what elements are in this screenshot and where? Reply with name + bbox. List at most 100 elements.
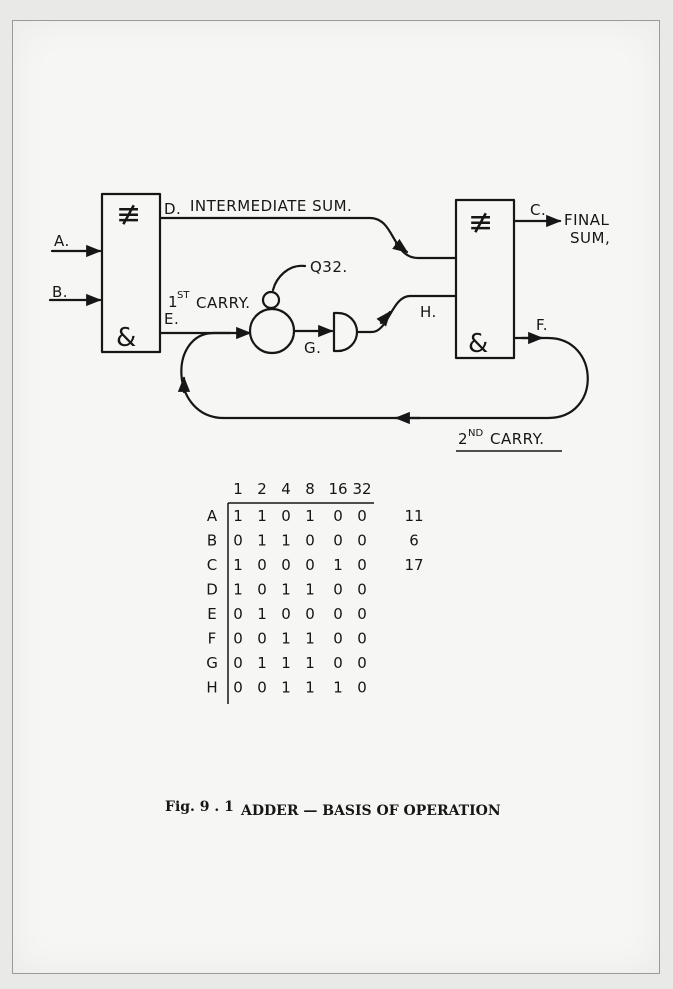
table-row-value: 6 bbox=[409, 532, 419, 550]
intermediate-sum-label: INTERMEDIATE SUM. bbox=[190, 197, 352, 215]
intermediate-sum-arrow bbox=[392, 238, 409, 254]
table-cell: 0 bbox=[357, 654, 367, 672]
table-cell: 0 bbox=[357, 605, 367, 623]
page-sheet bbox=[12, 20, 660, 974]
g-label: G. bbox=[304, 339, 321, 357]
table-cell: 0 bbox=[333, 630, 343, 648]
merge-circle bbox=[248, 307, 296, 355]
table-cell: 1 bbox=[305, 507, 315, 525]
table-row-label: D bbox=[206, 581, 218, 599]
table-cell: 0 bbox=[357, 556, 367, 574]
g-to-h-arrow bbox=[376, 310, 392, 327]
table-cell: 0 bbox=[333, 507, 343, 525]
table-cell: 0 bbox=[281, 507, 291, 525]
q32-line bbox=[271, 264, 307, 292]
table-cell: 1 bbox=[305, 654, 315, 672]
table-cell: 0 bbox=[281, 605, 291, 623]
first-carry-sup: ST bbox=[177, 290, 190, 301]
table-cell: 0 bbox=[333, 605, 343, 623]
input-a-label: A. bbox=[54, 232, 70, 250]
e-label: E. bbox=[164, 310, 179, 328]
gate-2-and-symbol: & bbox=[468, 329, 488, 359]
table-cell: 0 bbox=[333, 532, 343, 550]
table-row-label: G bbox=[206, 654, 218, 672]
second-carry-2: 2 bbox=[458, 430, 468, 448]
table-cell: 0 bbox=[233, 654, 243, 672]
table-row-label: E bbox=[207, 605, 216, 623]
table-column-header: 4 bbox=[281, 480, 291, 498]
table-cell: 1 bbox=[233, 556, 243, 574]
table-cell: 1 bbox=[233, 581, 243, 599]
table-cell: 0 bbox=[257, 556, 267, 574]
table-cell: 1 bbox=[257, 507, 267, 525]
table-cell: 0 bbox=[333, 581, 343, 599]
second-carry-label: CARRY. bbox=[490, 430, 545, 448]
input-b-label: B. bbox=[52, 283, 68, 301]
table-column-header: 32 bbox=[352, 480, 371, 498]
table-cell: 0 bbox=[257, 679, 267, 697]
table-cell: 0 bbox=[357, 581, 367, 599]
table-column-header: 8 bbox=[305, 480, 315, 498]
table-cell: 0 bbox=[357, 679, 367, 697]
table-cell: 0 bbox=[333, 654, 343, 672]
intermediate-sum-line bbox=[158, 216, 458, 260]
table-cell: 0 bbox=[233, 605, 243, 623]
table-cell: 1 bbox=[281, 679, 291, 697]
sum-label: SUM, bbox=[570, 229, 610, 247]
table-cell: 0 bbox=[233, 630, 243, 648]
figure-title: ADDER — BASIS OF OPERATION bbox=[240, 803, 501, 819]
first-carry-label: CARRY. bbox=[196, 294, 251, 312]
g-to-h-line bbox=[355, 294, 458, 334]
table-cell: 0 bbox=[357, 507, 367, 525]
table-row-label: F bbox=[208, 630, 217, 648]
table-cell: 0 bbox=[257, 581, 267, 599]
table-cell: 1 bbox=[333, 679, 343, 697]
gate-1-and-symbol: & bbox=[116, 323, 136, 353]
table-row-label: H bbox=[206, 679, 217, 697]
table-cell: 1 bbox=[257, 605, 267, 623]
q32-small-circle bbox=[261, 290, 281, 310]
table-row-label: B bbox=[207, 532, 217, 550]
figure-number: Fig. 9 . 1 bbox=[165, 799, 234, 815]
table-column-header: 1 bbox=[233, 480, 243, 498]
table-cell: 1 bbox=[281, 581, 291, 599]
table-cell: 0 bbox=[305, 605, 315, 623]
table-cell: 0 bbox=[233, 532, 243, 550]
table-cell: 1 bbox=[281, 630, 291, 648]
final-label: FINAL bbox=[564, 211, 610, 229]
gate-1-box bbox=[100, 192, 162, 354]
first-carry-1: 1 bbox=[168, 293, 178, 311]
q32-label: Q32. bbox=[310, 258, 348, 276]
table-cell: 0 bbox=[281, 556, 291, 574]
delay-element-g bbox=[332, 311, 359, 353]
table-cell: 1 bbox=[333, 556, 343, 574]
table-cell: 0 bbox=[357, 630, 367, 648]
d-label: D. bbox=[164, 200, 181, 218]
table-column-header: 2 bbox=[257, 480, 267, 498]
table-cell: 1 bbox=[257, 654, 267, 672]
second-carry-loop bbox=[180, 331, 589, 420]
table-row-label: A bbox=[207, 507, 218, 525]
second-carry-sup: ND bbox=[468, 428, 483, 439]
c-label: C. bbox=[530, 201, 546, 219]
table-cell: 0 bbox=[305, 556, 315, 574]
table-cell: 1 bbox=[305, 630, 315, 648]
table-cell: 1 bbox=[305, 679, 315, 697]
table-cell: 0 bbox=[233, 679, 243, 697]
table-row-value: 17 bbox=[404, 556, 423, 574]
table-cell: 1 bbox=[233, 507, 243, 525]
table-row-label: C bbox=[207, 556, 217, 574]
gate-2-box bbox=[454, 198, 516, 360]
h-label: H. bbox=[420, 303, 437, 321]
table-cell: 0 bbox=[305, 532, 315, 550]
table-row-value: 11 bbox=[404, 507, 423, 525]
table-cell: 1 bbox=[281, 532, 291, 550]
table-cell: 1 bbox=[305, 581, 315, 599]
f-label: F. bbox=[536, 316, 548, 334]
table-cell: 1 bbox=[257, 532, 267, 550]
table-cell: 1 bbox=[281, 654, 291, 672]
gate-2-xor-symbol: ≢ bbox=[468, 205, 493, 240]
table-cell: 0 bbox=[257, 630, 267, 648]
